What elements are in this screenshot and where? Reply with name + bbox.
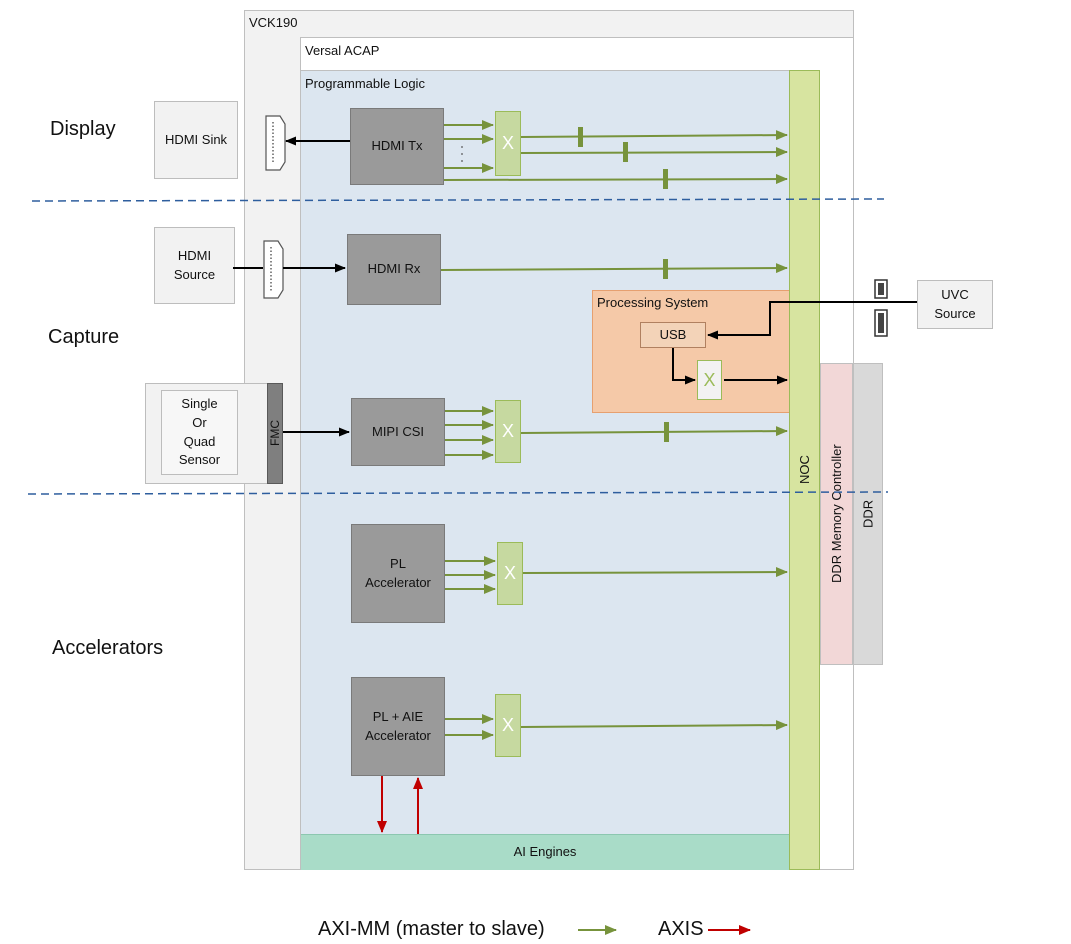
hdmi-connector-icon-source [263,240,284,299]
hdmi-sink: HDMI Sink [154,101,238,179]
mipi-csi-block: MIPI CSI [351,398,445,466]
hdmi-source: HDMI Source [154,227,235,304]
pl-accelerator-block: PL Accelerator [351,524,445,623]
interconnect-mipi: X [495,400,521,463]
ai-engines: AI Engines [301,834,789,870]
versal-acap-label: Versal ACAP [305,43,380,58]
interconnect-tx: X [495,111,521,176]
separator-capture-accel [27,491,889,495]
programmable-logic-label: Programmable Logic [305,76,425,91]
sensor-box: Single Or Quad Sensor [161,390,238,475]
legend-axis: AXIS [658,918,704,940]
usb-block: USB [640,322,706,348]
uvc-source: UVC Source [917,280,993,329]
interconnect-ps: X [697,360,722,400]
hdmi-rx-block: HDMI Rx [347,234,441,305]
pl-aie-accelerator-block: PL + AIE Accelerator [351,677,445,776]
section-display: Display [50,118,116,140]
hdmi-connector-icon-sink [265,115,286,171]
board-label: VCK190 [249,15,298,30]
section-capture: Capture [48,326,120,348]
usb-connector-icon [874,279,888,337]
processing-system [592,290,790,413]
processing-system-label: Processing System [597,295,709,310]
interconnect-aie-accel: X [495,694,521,757]
section-accelerators: Accelerators [52,637,164,659]
interconnect-pl-accel: X [497,542,523,605]
legend-axi-mm: AXI-MM (master to slave) [318,918,545,940]
separator-display-capture [31,198,885,202]
hdmi-tx-block: HDMI Tx [350,108,444,185]
